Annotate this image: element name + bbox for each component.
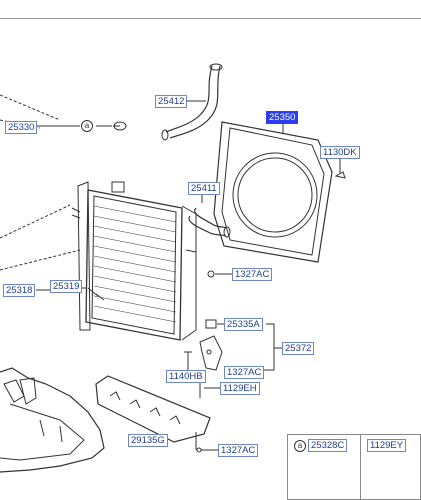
part-label-25318[interactable]: 25318 [3, 284, 36, 297]
lower-radiator-hose [188, 207, 227, 237]
part-label-1129eh[interactable]: 1129EH [220, 382, 260, 395]
fan-shroud [213, 121, 333, 263]
legend-cell-b: 1129EY [361, 435, 420, 499]
viewer-top-bar [0, 0, 421, 19]
part-label-29135g[interactable]: 29135G [128, 434, 168, 447]
part-label-1327ac-middle[interactable]: 1327AC [224, 366, 265, 379]
part-label-25411[interactable]: 25411 [188, 182, 220, 195]
parts-legend-table: a 25328C 1129EY [287, 434, 421, 500]
upper-radiator-hose [165, 65, 221, 139]
legend-callout-a: a [294, 440, 306, 452]
part-label-1327ac-lower[interactable]: 1327AC [218, 444, 259, 457]
part-label-1130dk[interactable]: 1130DK [320, 146, 360, 159]
engine-under-cover [0, 367, 105, 473]
part-label-25350[interactable]: 25350 [266, 111, 299, 124]
radiator-core [71, 181, 197, 341]
part-label-1140hb[interactable]: 1140HB [166, 370, 206, 383]
legend-part-1129ey[interactable]: 1129EY [367, 439, 407, 452]
under-cover-plate [95, 375, 218, 453]
part-label-25412[interactable]: 25412 [155, 95, 188, 108]
callout-circle-a: a [81, 120, 93, 132]
legend-cell-a: a 25328C [288, 435, 361, 499]
part-label-25319[interactable]: 25319 [50, 280, 83, 293]
legend-part-25328c[interactable]: 25328C [308, 439, 348, 452]
part-label-25335a[interactable]: 25335A [224, 318, 263, 331]
part-label-1327ac-upper[interactable]: 1327AC [232, 268, 273, 281]
radiator-mount-bracket [199, 335, 223, 371]
part-label-25330[interactable]: 25330 [5, 121, 38, 134]
part-label-25372[interactable]: 25372 [282, 342, 315, 355]
